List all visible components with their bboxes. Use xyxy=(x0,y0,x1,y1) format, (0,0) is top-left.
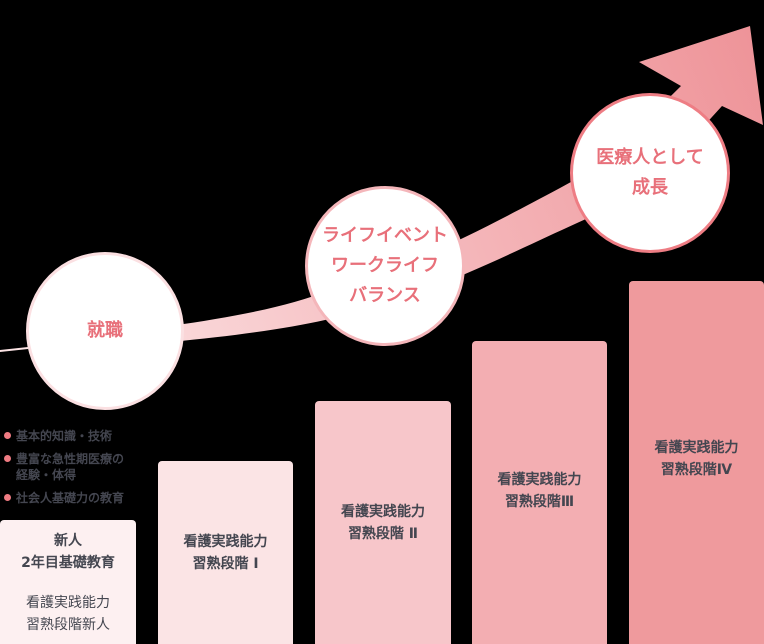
stage-box-level-4: 看護実践能力 習熟段階Ⅳ xyxy=(629,281,764,644)
stage-box-level-1: 看護実践能力 習熟段階 Ⅰ xyxy=(158,461,293,644)
bullet-text: 社会人基礎力の教育 xyxy=(16,491,125,505)
bullet-item: 社会人基礎力の教育 xyxy=(4,490,124,506)
stage-label: 習熟段階新人 xyxy=(26,617,110,633)
bullet-text: 基本的知識・技術 xyxy=(16,429,113,443)
newcomer-education-points: 基本的知識・技術 豊富な急性期医療の 経験・体得 社会人基礎力の教育 xyxy=(4,428,124,513)
stage-title: 新人 xyxy=(54,533,82,549)
milestone-circle-growth: 医療人として 成長 xyxy=(570,93,730,253)
circle-label: バランス xyxy=(349,285,421,306)
circle-label: 医療人として xyxy=(596,147,704,168)
bullet-text: 豊富な急性期医療の xyxy=(16,452,125,466)
stage-box-level-2: 看護実践能力 習熟段階 Ⅱ xyxy=(315,401,451,644)
bullet-item: 基本的知識・技術 xyxy=(4,428,124,444)
stage-label: 看護実践能力 xyxy=(654,440,739,456)
arrow-lead-line xyxy=(0,347,28,352)
stage-label: 習熟段階 Ⅱ xyxy=(347,525,419,542)
milestone-circle-employment: 就職 xyxy=(26,252,184,410)
bullet-item: 豊富な急性期医療の 経験・体得 xyxy=(4,451,124,483)
stage-label: 習熟段階Ⅲ xyxy=(504,494,575,510)
stage-label: 看護実践能力 xyxy=(183,533,268,550)
bullet-text: 経験・体得 xyxy=(16,468,77,482)
stage-label: 看護実践能力 xyxy=(26,595,110,611)
circle-label: ワークライフ xyxy=(331,255,439,276)
stage-box-newcomer: 新人 2年目基礎教育 看護実践能力 習熟段階新人 xyxy=(0,520,136,644)
bullet-dot-icon xyxy=(4,494,11,501)
circle-label: ライフイベント xyxy=(322,225,448,246)
stage-label: 習熟段階 Ⅰ xyxy=(192,555,259,572)
bullet-dot-icon xyxy=(4,432,11,439)
circle-label: 成長 xyxy=(632,177,668,198)
bullet-dot-icon xyxy=(4,455,11,462)
stage-label: 習熟段階Ⅳ xyxy=(660,462,733,478)
milestone-circle-life-event: ライフイベント ワークライフ バランス xyxy=(305,186,465,346)
circle-label: 就職 xyxy=(87,320,123,341)
stage-title: 2年目基礎教育 xyxy=(21,555,115,571)
stage-label: 看護実践能力 xyxy=(341,503,425,520)
stage-box-level-3: 看護実践能力 習熟段階Ⅲ xyxy=(472,341,607,644)
stage-label: 看護実践能力 xyxy=(497,472,582,488)
